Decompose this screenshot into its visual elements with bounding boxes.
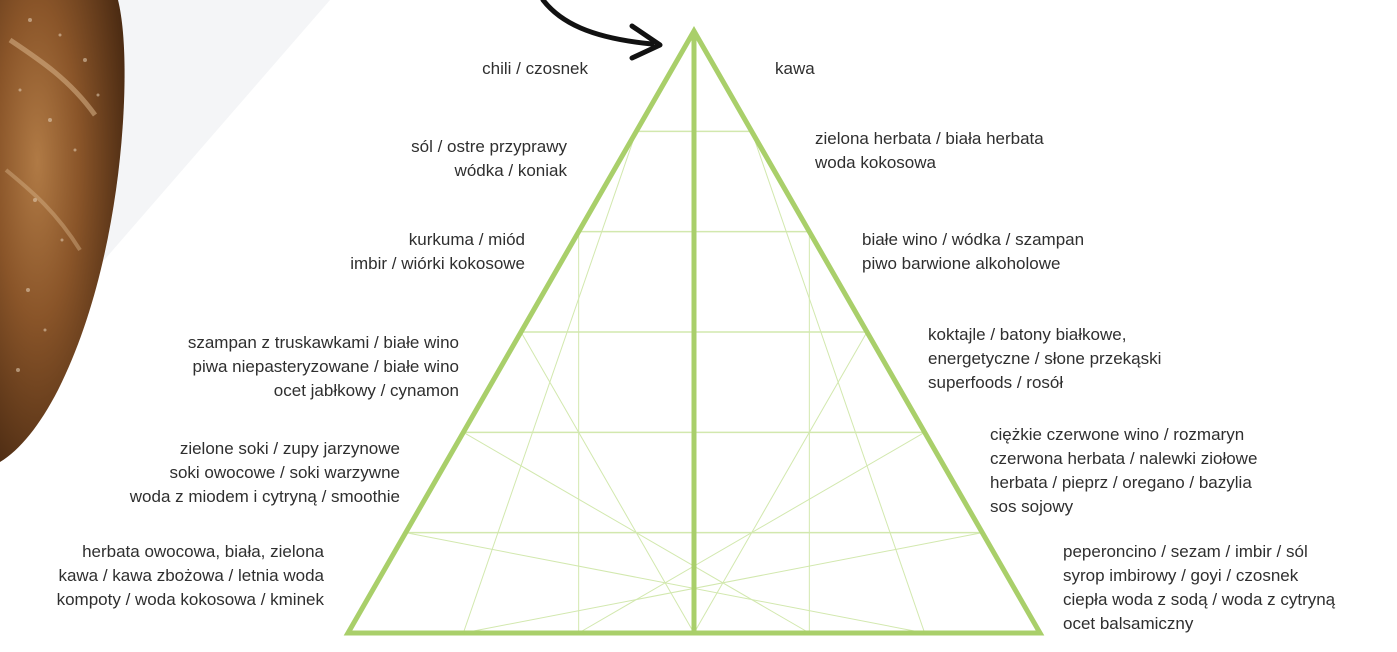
label-line: sól / ostre przyprawy (411, 135, 567, 159)
label-line: peperoncino / sezam / imbir / sól (1063, 540, 1335, 564)
label-line: zielone soki / zupy jarzynowe (130, 437, 400, 461)
label-line: syrop imbirowy / goyi / czosnek (1063, 564, 1335, 588)
label-line: wódka / koniak (411, 159, 567, 183)
label-line: herbata owocowa, biała, zielona (57, 540, 324, 564)
label-line: sos sojowy (990, 495, 1257, 519)
label-line: imbir / wiórki kokosowe (350, 252, 525, 276)
label-line: białe wino / wódka / szampan (862, 228, 1084, 252)
label-line: woda kokosowa (815, 151, 1044, 175)
label-line: zielona herbata / biała herbata (815, 127, 1044, 151)
label-line: piwa niepasteryzowane / białe wino (188, 355, 459, 379)
label-line: kawa (775, 57, 815, 81)
label-line: ciepła woda z sodą / woda z cytryną (1063, 588, 1335, 612)
label-line: superfoods / rosół (928, 371, 1161, 395)
left-label-4: szampan z truskawkami / białe wino piwa … (188, 331, 459, 403)
label-line: koktajle / batony białkowe, (928, 323, 1161, 347)
pyramid-lattice-line (406, 533, 925, 633)
right-label-3: białe wino / wódka / szampan piwo barwio… (862, 228, 1084, 276)
label-line: herbata / pieprz / oregano / bazylia (990, 471, 1257, 495)
pyramid-lattice-line (521, 332, 694, 633)
left-label-1: chili / czosnek (482, 57, 588, 81)
label-line: woda z miodem i cytryną / smoothie (130, 485, 400, 509)
right-label-5: ciężkie czerwone wino / rozmaryn czerwon… (990, 423, 1257, 519)
right-label-6: peperoncino / sezam / imbir / sól syrop … (1063, 540, 1335, 636)
right-label-4: koktajle / batony białkowe, energetyczne… (928, 323, 1161, 395)
label-line: ciężkie czerwone wino / rozmaryn (990, 423, 1257, 447)
pyramid-lattice-line (694, 332, 867, 633)
pyramid-lattice-line (463, 533, 982, 633)
right-label-1: kawa (775, 57, 815, 81)
label-line: energetyczne / słone przekąski (928, 347, 1161, 371)
label-line: kawa / kawa zbożowa / letnia woda (57, 564, 324, 588)
label-line: szampan z truskawkami / białe wino (188, 331, 459, 355)
left-label-5: zielone soki / zupy jarzynowe soki owoco… (130, 437, 400, 509)
label-line: soki owocowe / soki warzywne (130, 461, 400, 485)
label-line: kurkuma / miód (350, 228, 525, 252)
left-label-6: herbata owocowa, biała, zielona kawa / k… (57, 540, 324, 612)
left-label-3: kurkuma / miód imbir / wiórki kokosowe (350, 228, 525, 276)
right-label-2: zielona herbata / biała herbata woda kok… (815, 127, 1044, 175)
label-line: ocet jabłkowy / cynamon (188, 379, 459, 403)
label-line: chili / czosnek (482, 57, 588, 81)
label-line: piwo barwione alkoholowe (862, 252, 1084, 276)
label-line: ocet balsamiczny (1063, 612, 1335, 636)
label-line: czerwona herbata / nalewki ziołowe (990, 447, 1257, 471)
label-line: kompoty / woda kokosowa / kminek (57, 588, 324, 612)
left-label-2: sól / ostre przyprawy wódka / koniak (411, 135, 567, 183)
